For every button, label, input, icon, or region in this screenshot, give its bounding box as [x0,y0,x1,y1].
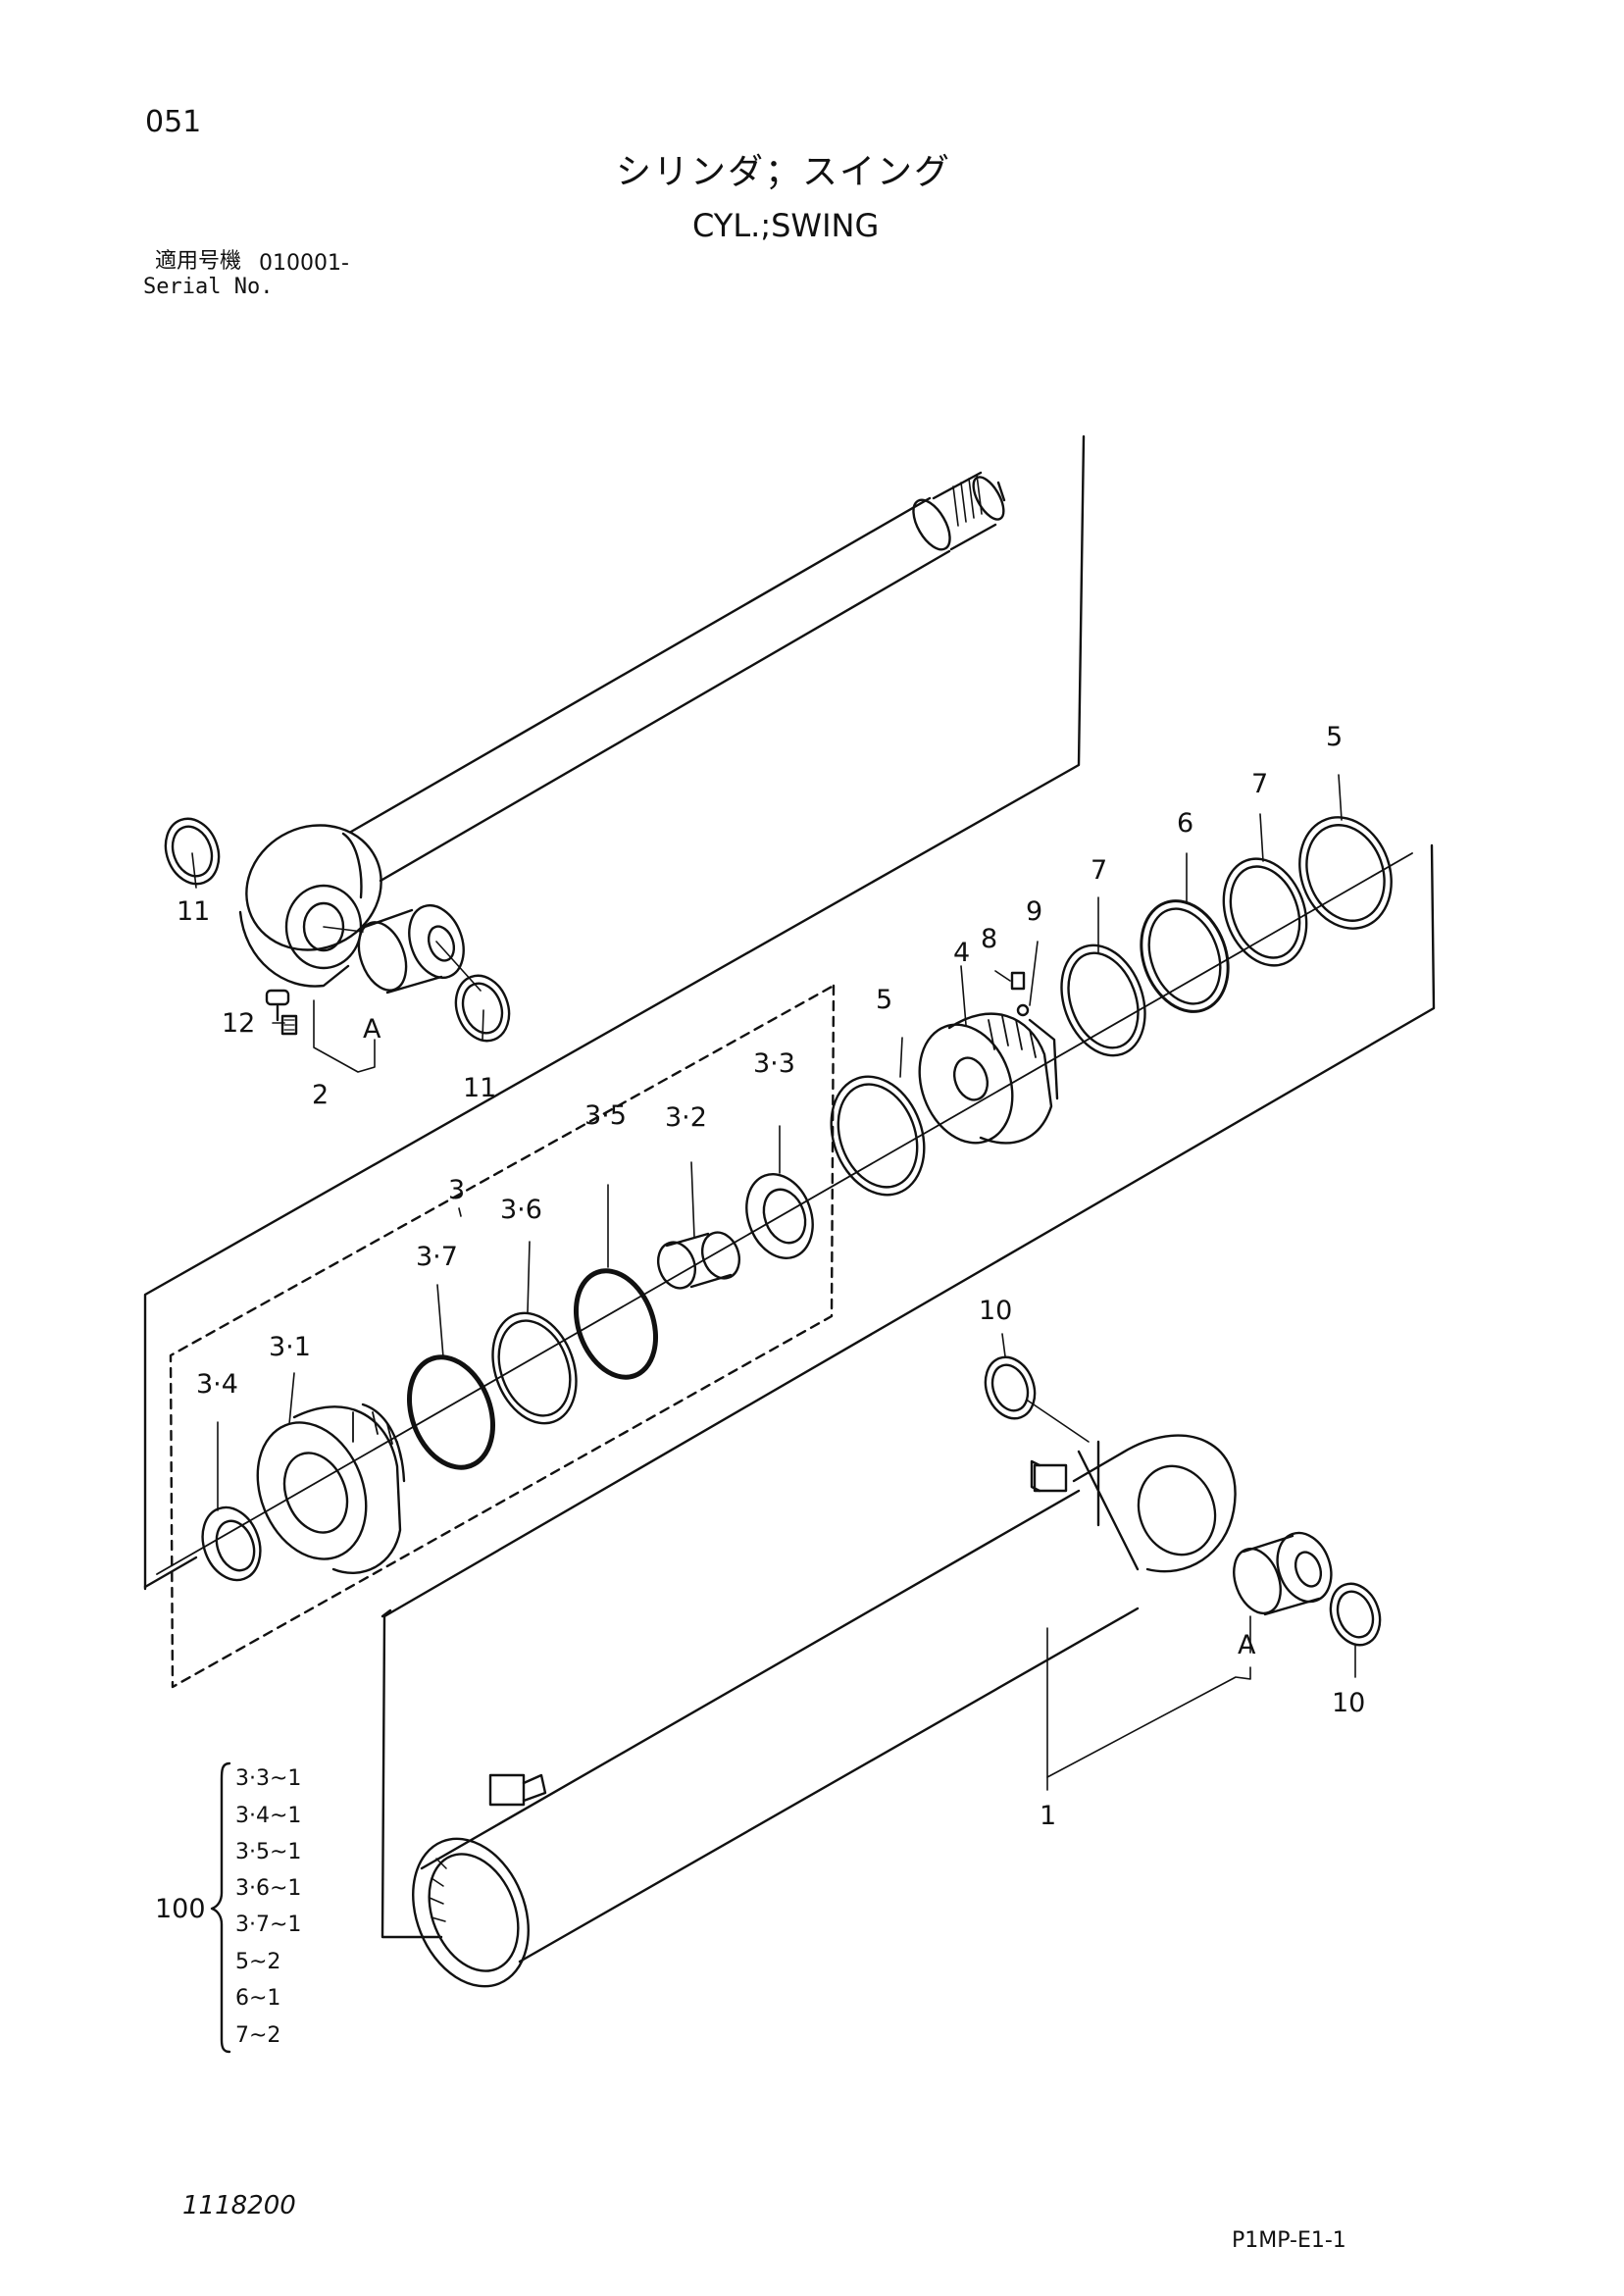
dust-seal-10-right [1329,1582,1382,1647]
callout-3: 3 [448,1175,465,1205]
kit-item: 5~2 [235,1950,280,1974]
callout-labels: 1 2 3 3·1 3·2 3·3 3·4 3·5 3·6 3·7 4 5 5 … [177,722,1365,1831]
o-ring-3-7 [406,1354,496,1470]
rod-group-frame [143,434,1086,1589]
set-screw-8 [1010,971,1026,991]
title-english: CYL.;SWING [692,207,880,244]
kit-item: 3·4~1 [235,1804,301,1828]
callout-10-top: 10 [979,1296,1012,1326]
cylinder-head [256,1403,406,1574]
piston-group-frame [381,843,1436,1939]
callout-5-right: 5 [1326,722,1343,752]
callout-A-tube: A [1238,1630,1256,1660]
serial-label-jp: 適用号機 [155,249,242,274]
callout-3-7: 3·7 [416,1242,458,1272]
serial-label-en: Serial No. [143,275,274,299]
callout-3-4: 3·4 [196,1369,238,1400]
cylinder-tube [412,1434,1237,1988]
callout-3-5: 3·5 [584,1100,627,1131]
item-3-dashed-frame [169,984,836,1689]
o-ring-3-5 [573,1268,659,1380]
bushing-3-2 [656,1231,741,1290]
wear-ring-7-right [1222,857,1308,967]
kit-brace [210,1761,231,2054]
assembly-axis-line [156,852,1413,1575]
wiper-3-4 [201,1505,262,1582]
rod-bushing [357,904,465,995]
slide-ring-6 [1140,899,1230,1013]
piston-rod [238,471,1006,1022]
backup-ring-3-6 [491,1311,578,1425]
page-code: P1MP-E1-1 [1232,2228,1346,2253]
page-number: 051 [145,105,202,139]
drawing-number: 1118200 [182,2191,296,2220]
callout-7-left: 7 [1091,855,1107,886]
callout-A-rod: A [363,1014,381,1045]
callout-4: 4 [953,938,970,968]
callout-7-right: 7 [1251,769,1268,799]
seal-ring-5-left [830,1075,926,1197]
piston-4 [918,1012,1059,1145]
seal-kit-list: 100 3·3~1 3·4~1 3·5~1 3·6~1 3·7~1 5~2 6~… [155,1766,301,2048]
title-japanese: シリンダ；スイング [616,152,952,192]
kit-item: 7~2 [235,2023,280,2048]
callout-3-1: 3·1 [269,1332,311,1362]
callout-3-6: 3·6 [500,1195,542,1225]
callout-11-left: 11 [177,896,210,927]
callout-3-3: 3·3 [753,1048,795,1079]
dust-seal-11-right [454,974,511,1043]
dust-seal-11-left [164,817,221,886]
callout-10-right: 10 [1332,1688,1365,1718]
rod-seal-3-3 [745,1173,814,1259]
kit-number: 100 [155,1894,206,1924]
callout-12: 12 [222,1008,255,1039]
callout-8: 8 [981,924,997,954]
callout-11-right: 11 [463,1073,496,1103]
tube-bushing [1233,1531,1333,1616]
kit-item: 3·6~1 [235,1876,301,1901]
callout-9: 9 [1026,896,1042,927]
kit-item: 3·7~1 [235,1913,301,1937]
wear-ring-7-left [1060,944,1146,1057]
kit-item: 3·3~1 [235,1766,301,1791]
callout-5-left: 5 [876,985,892,1015]
serial-value: 010001- [259,251,349,276]
callout-3-2: 3·2 [665,1102,707,1133]
seal-ring-5-right [1298,816,1393,930]
grease-nipple-12 [280,1014,298,1036]
callout-2: 2 [312,1080,329,1110]
kit-item: 6~1 [235,1986,280,2011]
callout-6: 6 [1177,808,1193,839]
callout-1: 1 [1040,1801,1056,1831]
dust-seal-10-top [984,1355,1037,1420]
steel-ball-9 [1016,1003,1030,1017]
kit-item: 3·5~1 [235,1840,301,1864]
